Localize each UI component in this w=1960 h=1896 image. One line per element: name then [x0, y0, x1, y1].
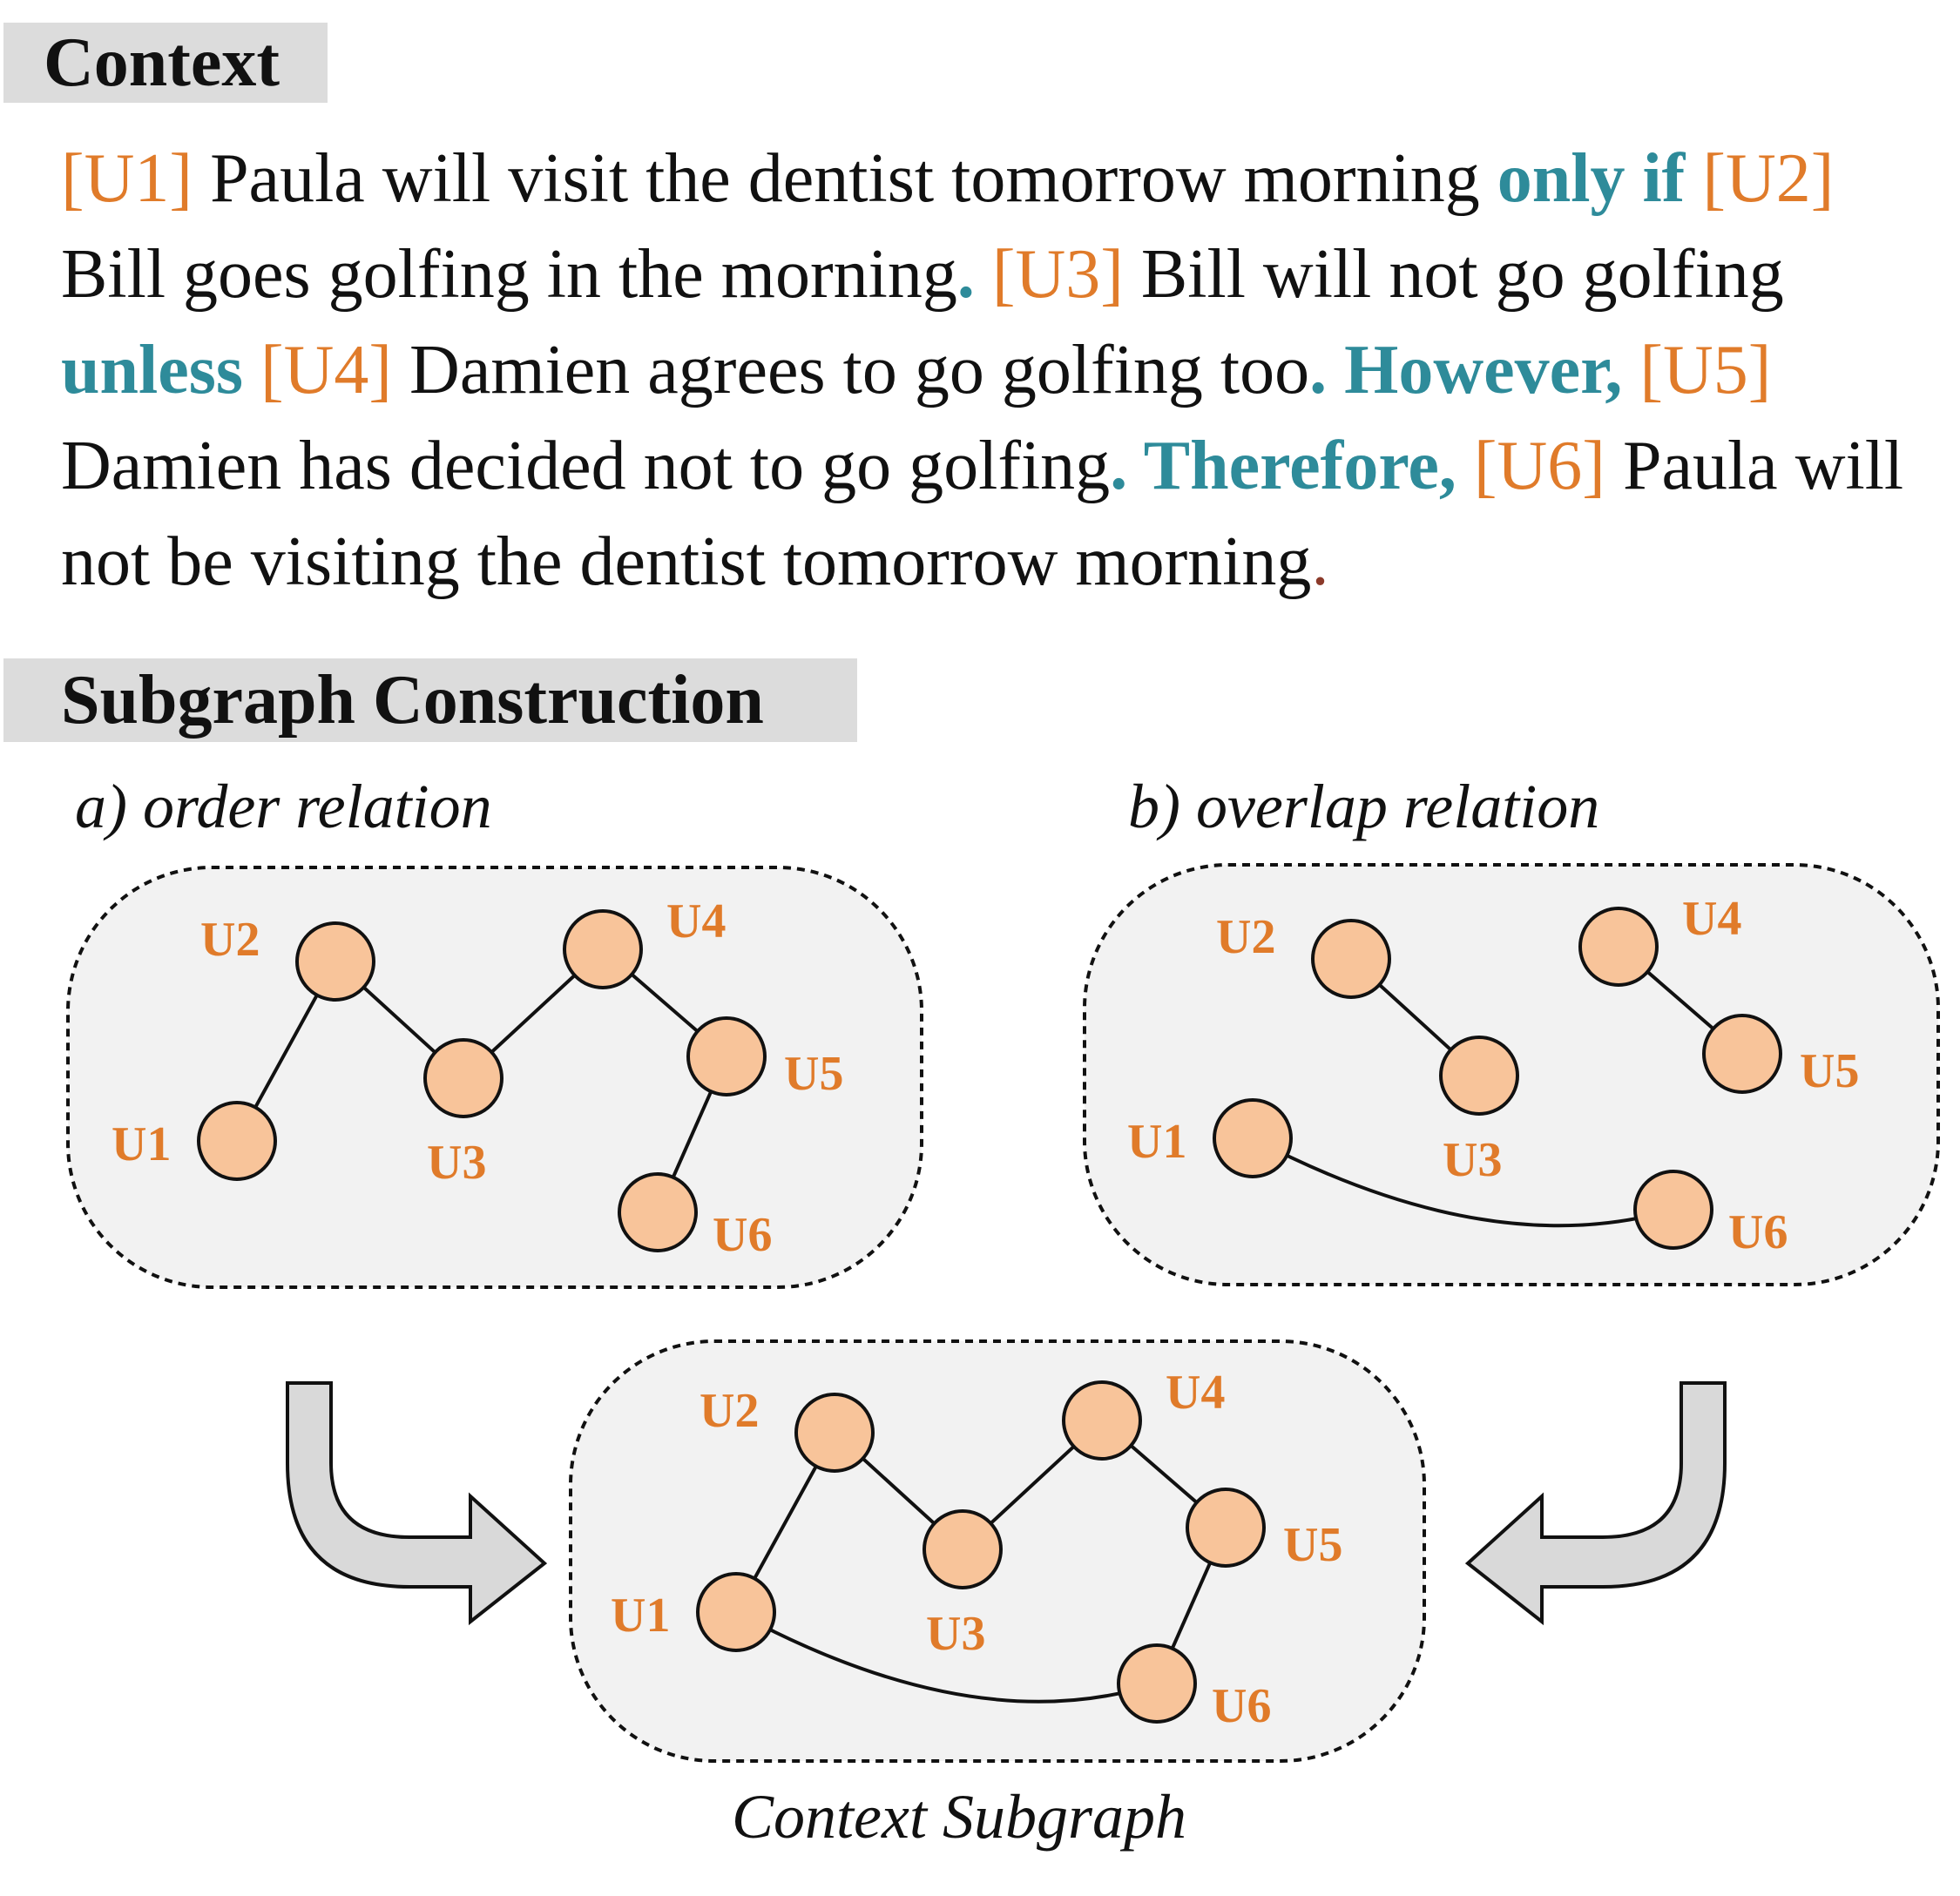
- node-label-u3: U3: [926, 1607, 985, 1661]
- connective-word: . However,: [1309, 332, 1623, 408]
- node-u2: [1311, 919, 1391, 999]
- unit-tag: [U4]: [260, 332, 393, 408]
- node-u5: [1702, 1014, 1782, 1094]
- connective-word: only if: [1497, 140, 1686, 217]
- node-label-u6: U6: [1728, 1205, 1788, 1259]
- node-label-u4: U4: [1682, 892, 1741, 946]
- right-merge-arrow: [1464, 1381, 1727, 1626]
- node-label-u6: U6: [713, 1208, 772, 1262]
- context-text-span: Bill goes golfing in the morning: [61, 236, 957, 313]
- node-label-u4: U4: [666, 894, 726, 948]
- node-u3: [1439, 1036, 1519, 1116]
- node-label-u2: U2: [700, 1384, 759, 1438]
- node-label-u1: U1: [1127, 1115, 1186, 1169]
- unit-tag: [U6]: [1473, 428, 1605, 504]
- node-u6: [1633, 1170, 1713, 1250]
- edge-u1-u6: [735, 1610, 1158, 1704]
- node-label-u5: U5: [1800, 1044, 1859, 1098]
- node-label-u1: U1: [611, 1589, 670, 1643]
- context-text-span: Paula will not be visiting the dentist t…: [61, 428, 1904, 600]
- node-u2: [794, 1393, 875, 1473]
- node-u5: [1186, 1488, 1266, 1568]
- node-u1: [1213, 1098, 1293, 1178]
- unit-tag: [U5]: [1639, 332, 1772, 408]
- node-label-u2: U2: [200, 913, 260, 967]
- node-label-u3: U3: [427, 1136, 486, 1190]
- node-u3: [423, 1038, 504, 1118]
- order-relation-label: a) order relation: [75, 772, 492, 841]
- context-text-span: Damien has decided not to go golfing: [61, 428, 1111, 504]
- node-u1: [696, 1572, 776, 1652]
- unit-tag: [U3]: [991, 236, 1124, 313]
- context-text-span: .: [1311, 523, 1329, 600]
- node-label-u2: U2: [1216, 910, 1275, 964]
- context-text-span: Paula will visit the dentist tomorrow mo…: [193, 140, 1497, 217]
- left-merge-arrow: [286, 1381, 548, 1626]
- node-u4: [563, 909, 643, 989]
- overlap-relation-label: b) overlap relation: [1128, 772, 1600, 841]
- node-label-u4: U4: [1166, 1366, 1225, 1420]
- context-subgraph-label: Context Subgraph: [732, 1782, 1186, 1852]
- context-header: Context: [3, 23, 328, 103]
- node-label-u1: U1: [112, 1117, 171, 1171]
- node-label-u3: U3: [1443, 1133, 1502, 1187]
- connective-word: . Therefore,: [1110, 428, 1456, 504]
- unit-tag: [U1]: [61, 140, 193, 217]
- connective-word: unless: [61, 332, 243, 408]
- node-u3: [923, 1509, 1003, 1589]
- unit-tag: [U2]: [1702, 140, 1835, 217]
- context-text-span: Bill will not go golfing: [1123, 236, 1784, 313]
- node-label-u5: U5: [1283, 1518, 1342, 1572]
- node-label-u5: U5: [784, 1047, 843, 1101]
- node-u4: [1062, 1380, 1142, 1461]
- node-u6: [618, 1172, 698, 1252]
- edge-u1-u6: [1252, 1137, 1674, 1228]
- node-u1: [197, 1101, 277, 1181]
- node-u2: [295, 921, 375, 1002]
- connective-word: .: [956, 236, 975, 313]
- node-u6: [1117, 1643, 1197, 1724]
- node-label-u6: U6: [1212, 1679, 1271, 1733]
- context-text-span: Damien agrees to go golfing too: [392, 332, 1310, 408]
- subgraph-construction-header: Subgraph Construction: [3, 658, 857, 742]
- node-u5: [686, 1016, 767, 1096]
- context-paragraph: [U1] Paula will visit the dentist tomorr…: [61, 131, 1943, 610]
- node-u4: [1578, 907, 1659, 987]
